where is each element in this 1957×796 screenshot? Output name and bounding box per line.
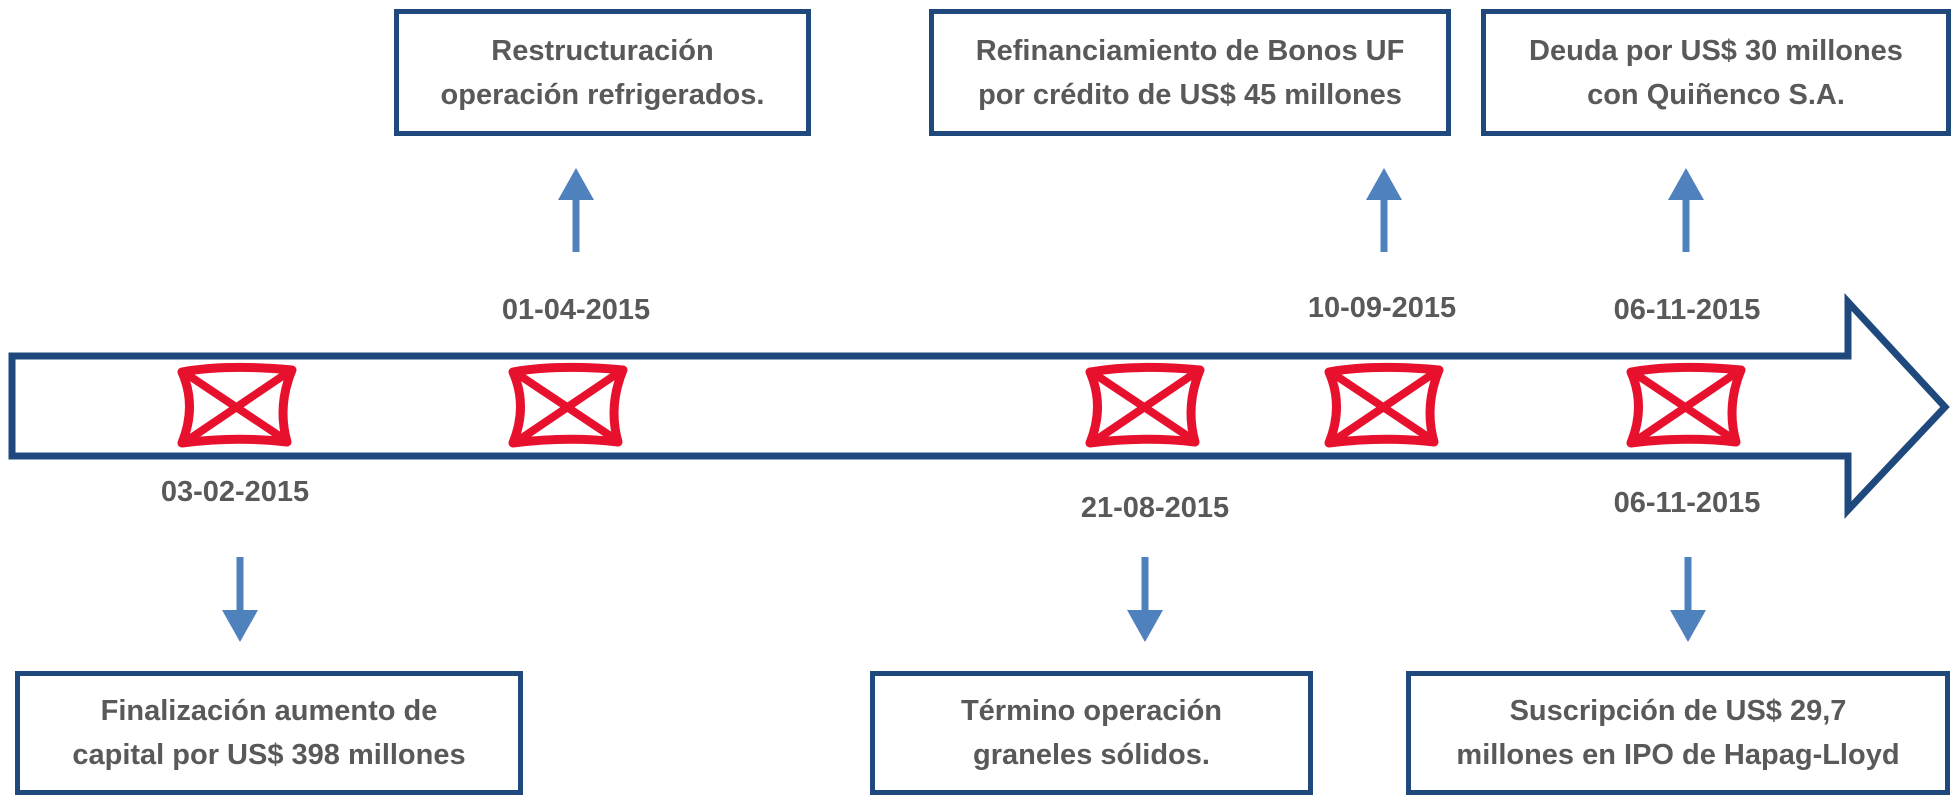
down-arrow-icon (1670, 557, 1706, 642)
event-text-line: graneles sólidos. (973, 739, 1210, 771)
event-text-line: por crédito de US$ 45 millones (978, 78, 1402, 111)
up-arrow-icon (1366, 168, 1402, 252)
event-date: 06-11-2015 (1613, 294, 1761, 326)
event-text-line: Suscripción de US$ 29,7 (1509, 695, 1847, 727)
event-text-line: con Quiñenco S.A. (1587, 78, 1845, 111)
event-box: Finalización aumento de capital por US$ … (15, 671, 523, 795)
event-date: 10-09-2015 (1307, 292, 1457, 324)
envelope-icon (177, 362, 297, 448)
event-box: Deuda por US$ 30 millones con Quiñenco S… (1481, 9, 1951, 136)
event-box: Término operación graneles sólidos. (870, 671, 1313, 795)
down-arrow-icon (1127, 557, 1163, 642)
event-date: 03-02-2015 (160, 476, 310, 508)
event-box: Restructuración operación refrigerados. (394, 9, 811, 136)
down-arrow-icon (222, 557, 258, 642)
event-text-line: millones en IPO de Hapag-Lloyd (1456, 739, 1900, 771)
envelope-icon (1085, 362, 1205, 448)
event-box: Suscripción de US$ 29,7 millones en IPO … (1406, 671, 1950, 795)
up-arrow-icon (558, 168, 594, 252)
event-text-line: Deuda por US$ 30 millones (1529, 34, 1903, 67)
event-text-line: capital por US$ 398 millones (72, 739, 466, 771)
envelope-icon (1626, 362, 1746, 448)
event-date: 06-11-2015 (1613, 487, 1761, 519)
event-text-line: operación refrigerados. (440, 78, 765, 111)
event-date: 01-04-2015 (501, 294, 651, 326)
event-text-line: Restructuración (491, 34, 714, 67)
envelope-icon (508, 362, 628, 448)
event-date: 21-08-2015 (1080, 492, 1230, 524)
timeline-arrow (8, 293, 1950, 519)
event-box: Refinanciamiento de Bonos UF por crédito… (929, 9, 1451, 136)
up-arrow-icon (1668, 168, 1704, 252)
envelope-icon (1324, 362, 1444, 448)
event-text-line: Refinanciamiento de Bonos UF (975, 34, 1405, 67)
event-text-line: Término operación (960, 695, 1223, 727)
event-text-line: Finalización aumento de (100, 695, 438, 727)
